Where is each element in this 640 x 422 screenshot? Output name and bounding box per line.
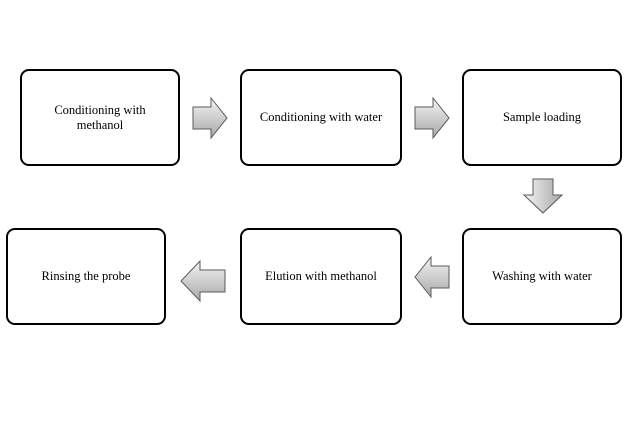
step-sample-loading: Sample loading (462, 69, 622, 166)
arrow-right-icon (414, 96, 450, 140)
arrow-right-icon (192, 96, 228, 140)
step-elution-methanol: Elution with methanol (240, 228, 402, 325)
step-conditioning-methanol: Conditioning with methanol (20, 69, 180, 166)
arrow-down-icon (522, 178, 564, 214)
step-rinsing-probe: Rinsing the probe (6, 228, 166, 325)
arrow-left-icon (414, 255, 450, 299)
arrow-left-icon (180, 259, 226, 303)
step-washing-water: Washing with water (462, 228, 622, 325)
step-conditioning-water: Conditioning with water (240, 69, 402, 166)
